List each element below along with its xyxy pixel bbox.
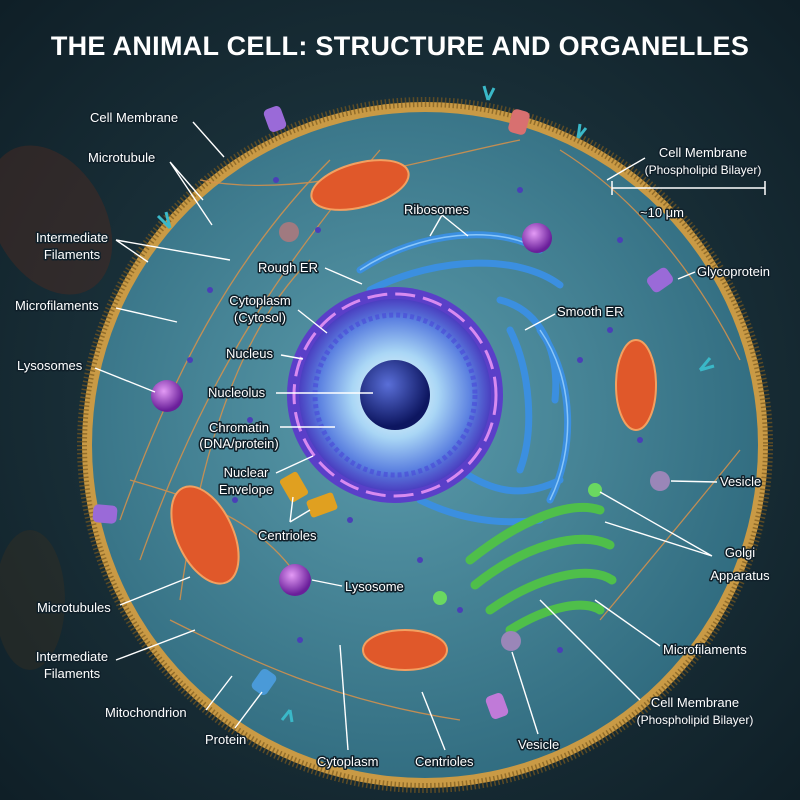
label-nuclear-envelope-2: Envelope	[219, 482, 273, 497]
label-chromatin-2: (DNA/protein)	[199, 436, 278, 451]
label-glycoprotein: Glycoprotein	[697, 264, 770, 279]
lysosome-bottom	[279, 564, 311, 596]
label-intermediate-filaments-bottom: Intermediate	[36, 649, 108, 664]
vesicle-bottom	[501, 631, 521, 651]
nucleus	[287, 287, 503, 503]
label-protein: Protein	[205, 732, 246, 747]
label-golgi: Golgi	[725, 545, 755, 560]
label-microtubules: Microtubules	[37, 600, 111, 615]
label-microtubule: Microtubule	[88, 150, 155, 165]
label-microfilaments-left: Microfilaments	[15, 298, 99, 313]
label-chromatin: Chromatin	[209, 420, 269, 435]
nuclear-envelope	[292, 292, 498, 498]
label-mitochondrion: Mitochondrion	[105, 705, 187, 720]
chromatin	[312, 312, 478, 478]
mitochondria	[170, 159, 657, 671]
label-nucleolus: Nucleolus	[208, 385, 266, 400]
label-cytoplasm: Cytoplasm	[317, 754, 378, 769]
label-cell-membrane-bottom-right-2: (Phospholipid Bilayer)	[637, 713, 754, 727]
label-cytoplasm-cytosol: Cytoplasm	[229, 293, 290, 308]
golgi-apparatus	[433, 483, 617, 635]
label-cell-membrane-bottom-right: Cell Membrane	[651, 695, 739, 710]
scale-bar: ~10 μm	[611, 181, 766, 222]
label-vesicle-bottom: Vesicle	[518, 737, 559, 752]
leader-lines	[94, 121, 718, 751]
label-smooth-er: Smooth ER	[557, 304, 623, 319]
label-lysosomes: Lysosomes	[17, 358, 83, 373]
label-nucleus: Nucleus	[226, 346, 273, 361]
label-intermediate-filaments-bottom-2: Filaments	[44, 666, 101, 681]
page-title: THE ANIMAL CELL: STRUCTURE AND ORGANELLE…	[51, 31, 749, 61]
centrioles	[279, 471, 338, 518]
label-cytoplasm-cytosol-2: (Cytosol)	[234, 310, 286, 325]
label-rough-er: Rough ER	[258, 260, 318, 275]
nucleolus	[360, 360, 430, 430]
vesicle-right	[650, 471, 670, 491]
lysosome-top	[522, 223, 552, 253]
label-ribosomes: Ribosomes	[404, 202, 470, 217]
label-centrioles-bottom: Centrioles	[415, 754, 474, 769]
membrane-proteins	[92, 106, 674, 719]
label-lysosome: Lysosome	[345, 579, 404, 594]
membrane-bilayer-texture	[77, 97, 773, 793]
label-nuclear-envelope: Nuclear	[224, 465, 269, 480]
glycoproteins	[156, 85, 715, 723]
background-cell	[0, 530, 65, 670]
label-microfilaments-right: Microfilaments	[663, 642, 747, 657]
labels: Cell Membrane Microtubule Intermediate F…	[14, 109, 772, 771]
label-cell-membrane-top-right: Cell Membrane	[659, 145, 747, 160]
vesicle-top	[279, 222, 299, 242]
scale-bar-label: ~10 μm	[640, 205, 684, 220]
label-intermediate-filaments-top: Intermediate	[36, 230, 108, 245]
background-mitochondrion	[0, 145, 113, 295]
label-intermediate-filaments-top-2: Filaments	[44, 247, 101, 262]
label-centrioles-mid: Centrioles	[258, 528, 317, 543]
label-cell-membrane-top-right-2: (Phospholipid Bilayer)	[645, 163, 762, 177]
label-vesicle-right: Vesicle	[720, 474, 761, 489]
label-cell-membrane: Cell Membrane	[90, 110, 178, 125]
lysosome-left	[151, 380, 183, 412]
label-golgi-2: Apparatus	[710, 568, 770, 583]
